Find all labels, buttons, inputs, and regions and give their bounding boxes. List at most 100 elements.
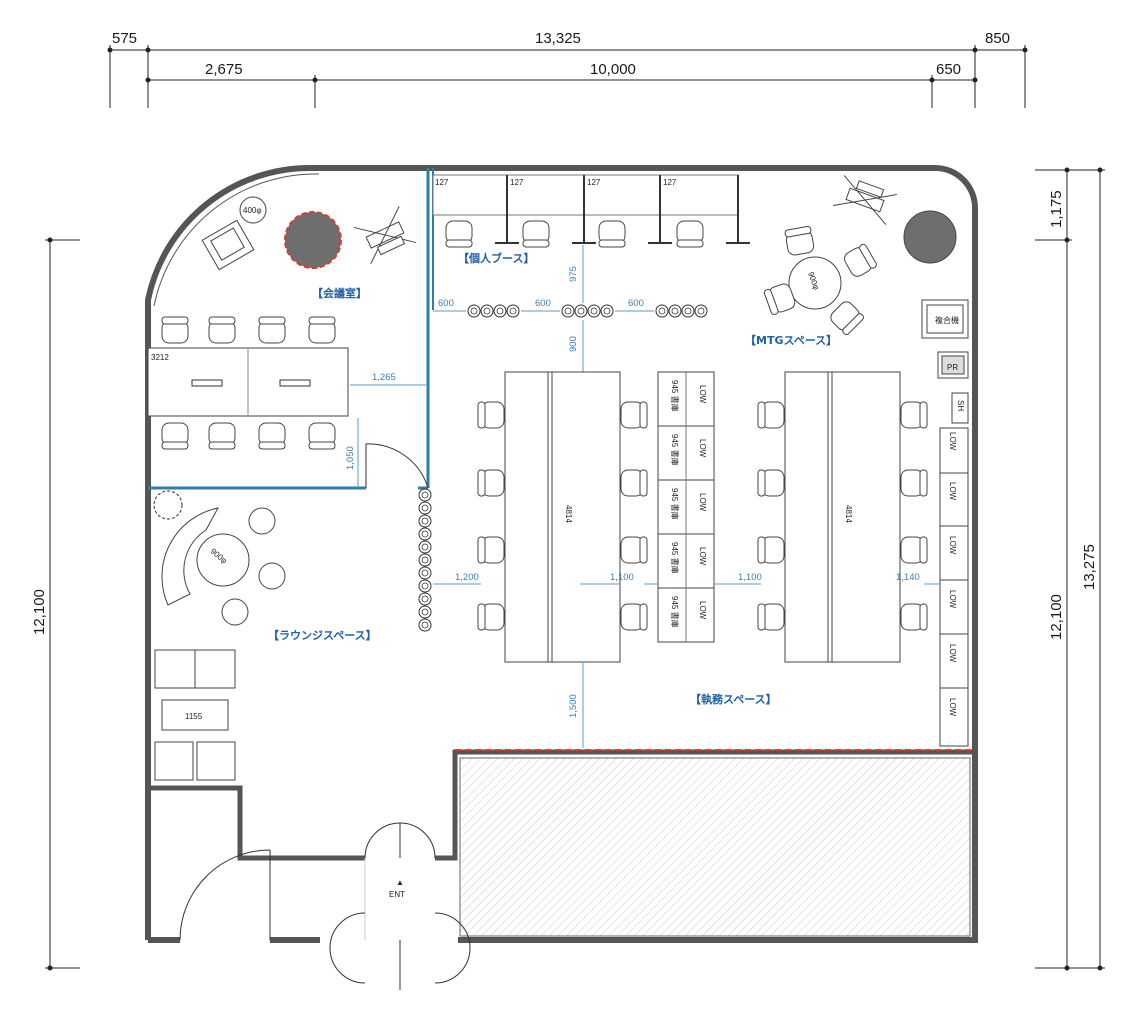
desk-chair <box>757 536 785 564</box>
cabinet-low-label: LOW <box>948 536 957 555</box>
cabinet-label: 945 書庫 <box>670 434 680 466</box>
booth-chair <box>676 220 704 248</box>
desk-chair <box>900 401 928 429</box>
cabinet-column-wall: LOW LOW LOW LOW LOW LOW <box>939 427 969 747</box>
desk-chair <box>757 603 785 631</box>
lounge-chair <box>154 741 194 781</box>
meeting-chair <box>308 422 336 450</box>
right-dimensions: 1,175 12,100 13,275 <box>1035 167 1105 971</box>
desk-chair <box>477 536 505 564</box>
dim-left-12100: 12,100 <box>31 589 48 635</box>
desk-chair <box>757 401 785 429</box>
booth-chair <box>445 220 473 248</box>
long-desk-left-label: 4814 <box>564 505 573 523</box>
stool <box>258 562 286 590</box>
spacing-900: 900 <box>568 336 579 352</box>
mtg-space-label: 【MTGスペース】 <box>745 334 837 347</box>
meeting-chair <box>208 422 236 450</box>
dim-13275: 13,275 <box>1081 544 1098 590</box>
cabinet-label: 945 書庫 <box>670 596 680 628</box>
cabinet-low-label: LOW <box>948 644 957 663</box>
booth-label: 127 <box>510 178 524 187</box>
cabinet-low-label: LOW <box>698 547 707 566</box>
top-dimensions: 575 13,325 850 2,675 10,000 650 <box>107 30 1028 108</box>
planter-column <box>418 488 432 632</box>
meeting-table-label: 3212 <box>151 353 169 362</box>
work-space-label: 【執務スペース】 <box>690 692 777 706</box>
spacing-600-b: 600 <box>535 298 551 309</box>
spacing-1050: 1,050 <box>345 446 356 470</box>
armchair <box>201 219 255 271</box>
meeting-chair <box>161 422 189 450</box>
spacing-600-a: 600 <box>438 298 454 309</box>
sofa-table <box>161 699 229 731</box>
spacing-1140: 1,140 <box>896 572 920 583</box>
booth-label: 127 <box>587 178 601 187</box>
desk-chair <box>900 603 928 631</box>
long-desk-right <box>784 371 901 663</box>
long-desk-right-label: 4814 <box>844 505 853 523</box>
shredder-label: SH <box>956 400 965 411</box>
desk-chair <box>477 603 505 631</box>
booth-label: 127 <box>435 178 449 187</box>
desk-chair <box>900 536 928 564</box>
cabinet-low-label: LOW <box>948 698 957 717</box>
shredder <box>951 392 969 424</box>
cabinet-low-label: LOW <box>948 482 957 501</box>
small-round-table-label: 400φ <box>243 206 262 215</box>
planter-rows: 600 600 600 975 900 <box>433 245 708 372</box>
mtg-space: 900φ 【MTGスペース】 複合機 PR SH <box>745 175 969 424</box>
mtg-round-table <box>788 256 842 310</box>
plant-small <box>153 490 183 520</box>
dim-575: 575 <box>112 30 137 47</box>
personal-booth-label: 【個人ブース】 <box>458 251 534 265</box>
small-round-table <box>239 196 267 224</box>
mtg-chair <box>784 225 816 257</box>
plant-large <box>284 211 342 269</box>
dim-13325: 13,325 <box>535 30 581 47</box>
booth-label: 127 <box>663 178 677 187</box>
lounge-chair <box>196 741 236 781</box>
left-dimension: 12,100 <box>31 237 80 971</box>
work-space: 4814 4814 945 書庫 LOW 945 書庫 <box>433 371 969 748</box>
lounge-round-table <box>196 533 250 587</box>
lounge-label: 【ラウンジスペース】 <box>268 629 377 642</box>
meeting-chair <box>208 316 236 344</box>
meeting-chair <box>258 422 286 450</box>
mtg-chair <box>827 298 866 337</box>
dim-10000: 10,000 <box>590 61 636 78</box>
cabinet-low-label: LOW <box>698 385 707 404</box>
meeting-chair <box>161 316 189 344</box>
stool <box>248 507 276 535</box>
cabinet-low-label: LOW <box>948 590 957 609</box>
spacing-1200: 1,200 <box>455 572 479 583</box>
entrance-arrow: ▲ <box>396 878 404 887</box>
desk-chair <box>477 401 505 429</box>
dim-2675: 2,675 <box>205 61 243 78</box>
cabinet-low-label: LOW <box>698 439 707 458</box>
cabinet-label: 945 書庫 <box>670 488 680 520</box>
spacing-1500: 1,500 <box>568 694 579 718</box>
spacing-1100-b: 1,100 <box>738 572 762 583</box>
desk-chair <box>900 469 928 497</box>
booth-chair <box>522 220 550 248</box>
office-chair-swivel <box>353 206 417 264</box>
cabinet-low-label: LOW <box>948 432 957 451</box>
spacing-600-c: 600 <box>628 298 644 309</box>
personal-booths: 127 127 127 127 【個人ブース】 <box>432 174 750 265</box>
plant-large <box>903 210 957 264</box>
desk-chair <box>620 469 648 497</box>
dim-650: 650 <box>936 61 961 78</box>
office-chair-swivel <box>833 175 897 225</box>
cabinet-low-label: LOW <box>698 493 707 512</box>
cabinet-label: 945 書庫 <box>670 542 680 574</box>
meeting-chair <box>258 316 286 344</box>
mfp-label: 複合機 <box>935 315 959 325</box>
sofa-table-label: 1155 <box>185 712 203 721</box>
multifunction-printer <box>921 299 969 339</box>
meeting-room: 400φ 【会議室】 3212 1,265 1,050 <box>147 196 428 488</box>
desk-chair <box>620 536 648 564</box>
spacing-1265: 1,265 <box>372 372 396 383</box>
spacing-1100-a: 1,100 <box>610 572 634 583</box>
